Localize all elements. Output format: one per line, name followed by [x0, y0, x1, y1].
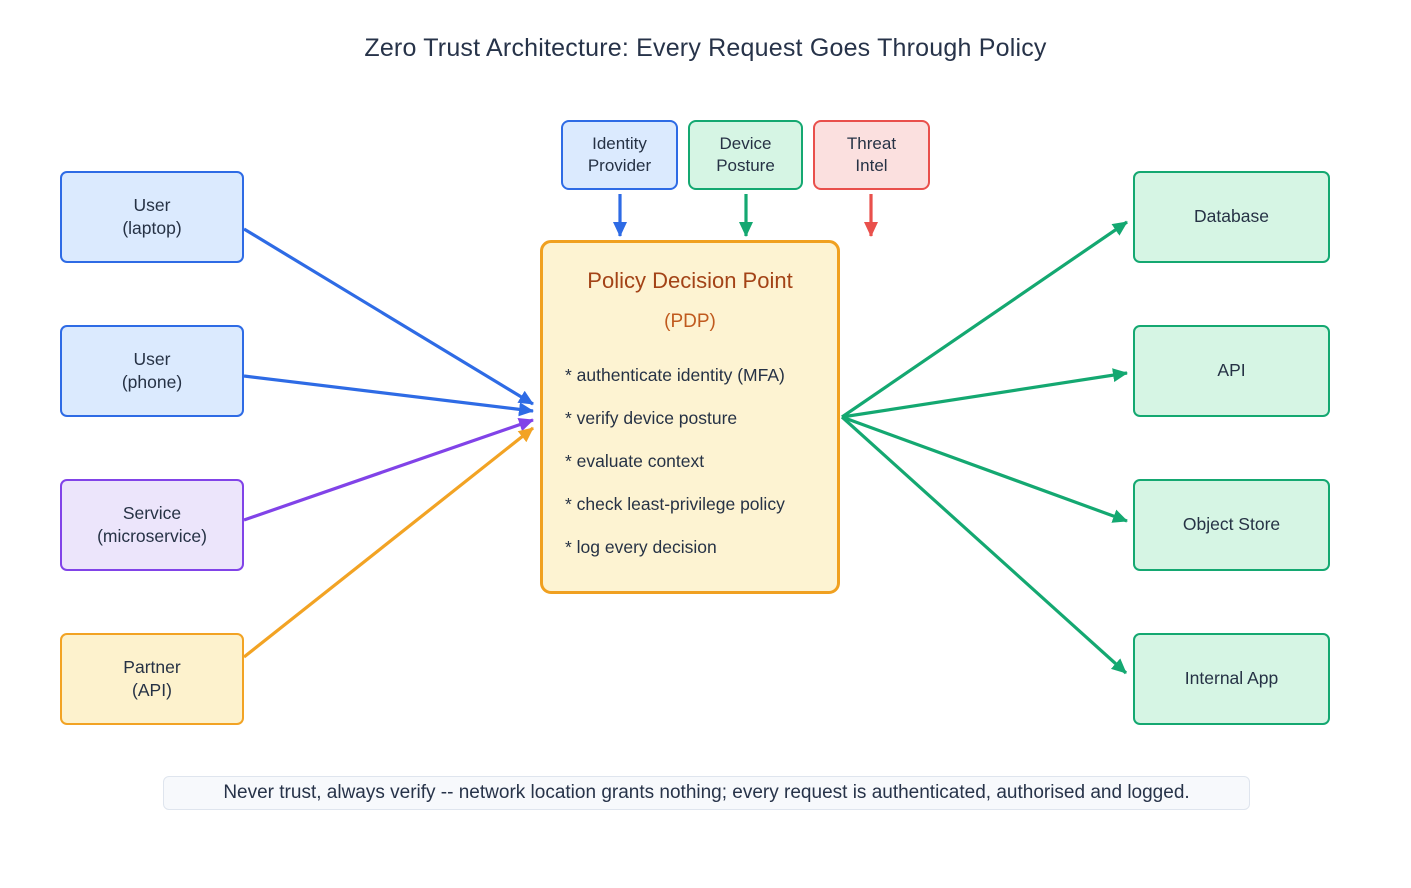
signal-label-threat-intel: Threat Intel — [846, 133, 897, 175]
target-label-object-store: Object Store — [1182, 514, 1281, 535]
pdp-bullet-log-decision: * log every decision — [565, 537, 717, 557]
note-text: Never trust, always verify -- network lo… — [223, 782, 1190, 803]
signal-label-device-posture: Device Posture — [716, 133, 775, 175]
signal-box-threat-intel: Threat Intel — [813, 120, 930, 190]
source-box-user-phone: User (phone) — [60, 325, 244, 417]
pdp-bullet-verify-device: * verify device posture — [565, 408, 738, 428]
source-label-user-laptop: User (laptop) — [122, 194, 182, 238]
pdp-bullet-authenticate: * authenticate identity (MFA) — [565, 365, 785, 385]
arrow-user-laptop-to-pdp — [243, 227, 534, 406]
signal-box-identity-provider: Identity Provider — [561, 120, 678, 190]
target-label-api: API — [1217, 360, 1246, 381]
pdp-subtitle: (PDP) — [664, 311, 716, 332]
signal-box-device-posture: Device Posture — [688, 120, 803, 190]
arrow-user-phone-to-pdp — [243, 374, 534, 417]
source-label-service: Service (microservice) — [97, 502, 207, 546]
arrow-pdp-to-database — [841, 220, 1128, 419]
target-box-api: API — [1133, 325, 1330, 417]
diagram-title: Zero Trust Architecture: Every Request G… — [364, 34, 1047, 62]
note-box: Never trust, always verify -- network lo… — [163, 776, 1250, 810]
source-box-user-laptop: User (laptop) — [60, 171, 244, 263]
source-label-partner: Partner (API) — [123, 656, 181, 700]
target-box-internal-app: Internal App — [1133, 633, 1330, 725]
target-label-internal-app: Internal App — [1184, 668, 1279, 689]
arrow-pdp-to-internal-app — [840, 415, 1128, 675]
target-box-database: Database — [1133, 171, 1330, 263]
source-box-service: Service (microservice) — [60, 479, 244, 571]
pdp-bullet-least-privilege: * check least-privilege policy — [565, 494, 785, 514]
arrow-partner-to-pdp — [243, 426, 534, 659]
pdp-title: Policy Decision Point — [587, 268, 793, 293]
target-label-database: Database — [1194, 206, 1269, 227]
source-box-partner: Partner (API) — [60, 633, 244, 725]
pdp-bullet-evaluate-context: * evaluate context — [565, 451, 705, 471]
arrow-pdp-to-object-store — [841, 415, 1128, 523]
signal-label-identity-provider: Identity Provider — [587, 133, 652, 175]
arrow-service-to-pdp — [243, 417, 534, 522]
arrow-pdp-to-api — [841, 368, 1128, 419]
pdp-bullet-list: * authenticate identity (MFA) * verify d… — [565, 354, 827, 569]
source-label-user-phone: User (phone) — [121, 348, 183, 392]
target-box-object-store: Object Store — [1133, 479, 1330, 571]
pdp-box: Policy Decision Point (PDP) * authentica… — [540, 240, 840, 594]
